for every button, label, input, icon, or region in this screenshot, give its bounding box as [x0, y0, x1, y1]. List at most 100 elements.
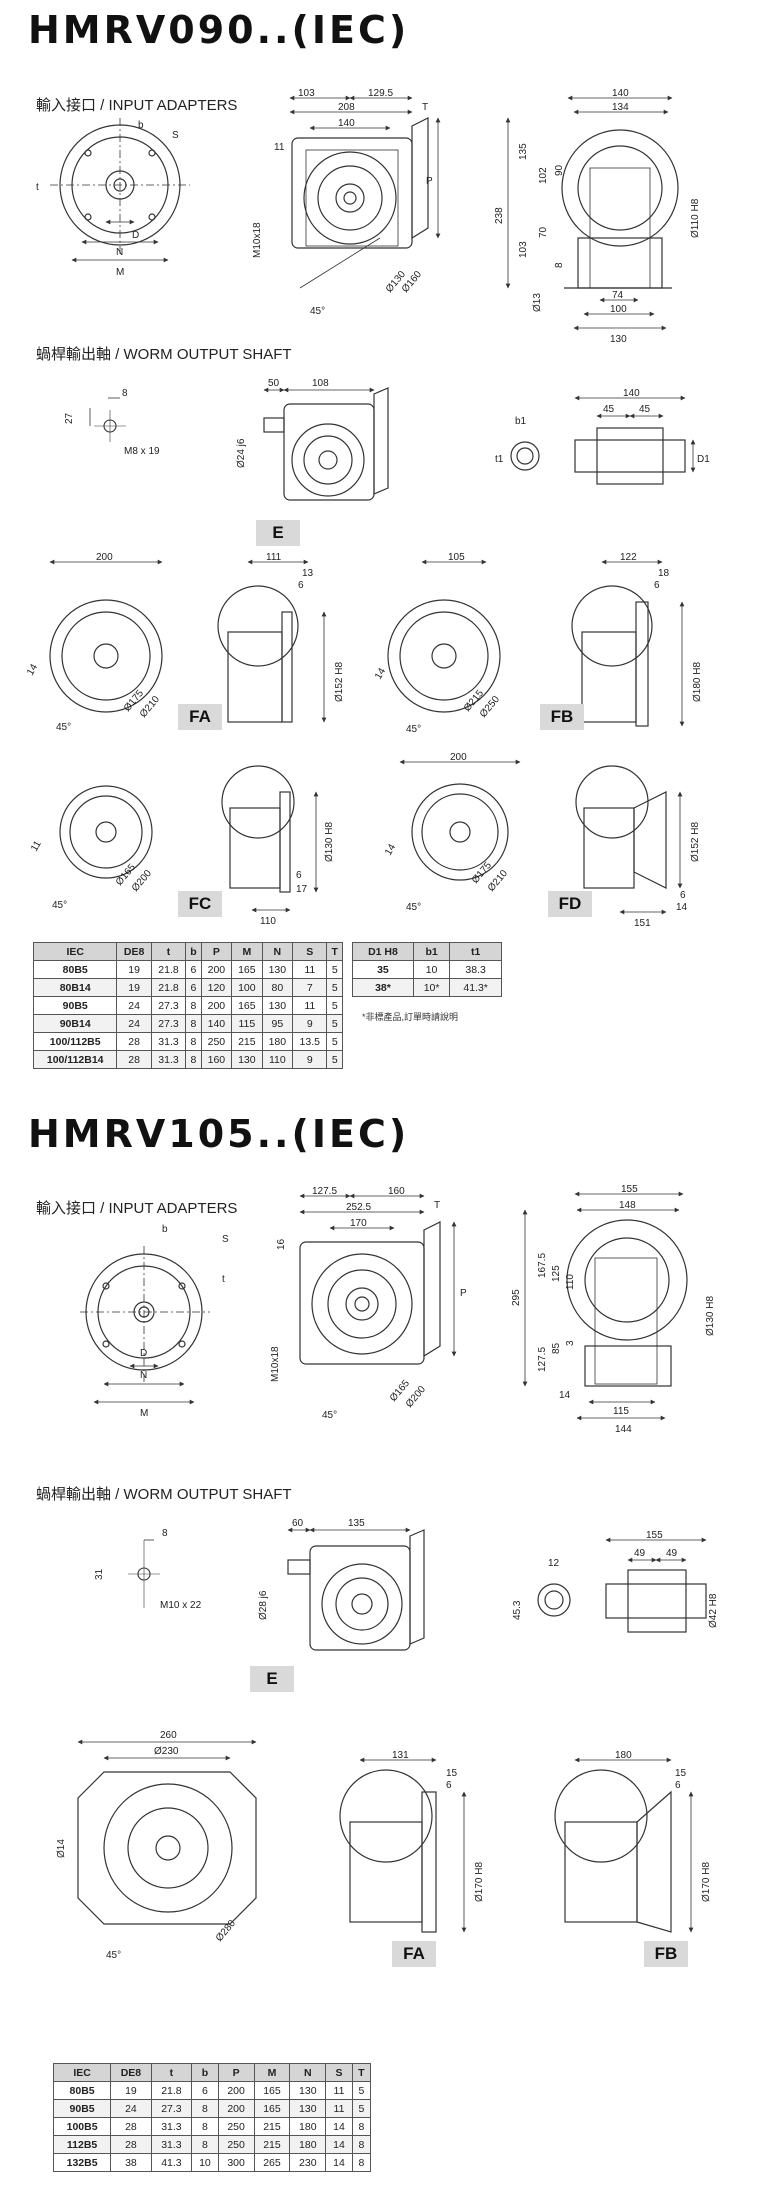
table-cell: 250 — [200, 1032, 233, 1051]
front-45-label: 45° — [310, 306, 325, 317]
table-cell: 8 — [191, 2099, 219, 2118]
side-238-label: 238 — [494, 207, 505, 224]
tag-e-090: E — [256, 520, 300, 546]
col-header: IEC — [32, 942, 118, 961]
table-cell: 130 — [289, 2081, 327, 2100]
table-cell: 200 — [217, 2099, 255, 2118]
table-cell: 31.3 — [150, 2135, 193, 2154]
square-280-label: Ø280 — [214, 1918, 238, 1944]
table-cell: 8 — [351, 2153, 372, 2172]
table-cell: 130 — [231, 1050, 263, 1069]
fa-13-label: 13 — [302, 568, 314, 579]
table-cell: 110 — [261, 1050, 294, 1069]
table-cell: 28 — [116, 1032, 152, 1051]
tag-fb-090: FB — [540, 704, 584, 730]
table-cell: 5 — [326, 1014, 343, 1033]
fd-152-label: Ø152 H8 — [690, 822, 701, 862]
shaft-108-label: 108 — [312, 378, 329, 389]
table-cell: 5 — [326, 960, 343, 979]
fb105-180-label: 180 — [615, 1750, 632, 1761]
side-100-label: 100 — [610, 304, 627, 315]
col-header: P — [200, 942, 233, 961]
table-cell: 215 — [231, 1032, 263, 1051]
fc-45-label: 45° — [52, 900, 67, 911]
fc-130-label: Ø130 H8 — [324, 822, 335, 862]
side-130-label: 130 — [610, 334, 627, 345]
table-cell: 80B14 — [32, 978, 118, 997]
table-cell: 5 — [351, 2081, 372, 2100]
table-cell: 165 — [231, 996, 263, 1015]
key-m10x22-label: M10 x 22 — [160, 1600, 202, 1611]
table-cell: 13.5 — [292, 1032, 328, 1051]
table-cell: 200 — [217, 2081, 255, 2100]
front-t-label-105: T — [434, 1200, 440, 1211]
table-cell: 140 — [200, 1014, 233, 1033]
table-cell: 130 — [261, 960, 294, 979]
side-90-label: 90 — [554, 164, 565, 176]
hollow-shaft-drawing: 140 b1 t1 45 45 D1 — [495, 388, 710, 485]
fa-152-label: Ø152 H8 — [334, 662, 345, 702]
col-header: b — [191, 2063, 219, 2082]
side-3-label: 3 — [565, 1340, 576, 1346]
hollow-d1-label: D1 — [697, 454, 710, 465]
front-129-5-label: 129.5 — [368, 88, 393, 99]
square-14-label: Ø14 — [56, 1839, 67, 1858]
fc-6-label: 6 — [296, 870, 302, 881]
table-cell: 80 — [261, 978, 294, 997]
table-cell: 180 — [289, 2135, 327, 2154]
side-85-label: 85 — [551, 1342, 562, 1354]
table-cell: 100B5 — [52, 2117, 112, 2136]
front-103-label: 103 — [298, 88, 315, 99]
table-cell: 14 — [325, 2153, 353, 2172]
table-cell: 90B5 — [52, 2099, 112, 2118]
table-cell: 5 — [326, 1032, 343, 1051]
flange-fa-drawing: 200 14 45° Ø175 Ø210 111 13 6 Ø152 H8 — [25, 552, 345, 733]
fc-11-label: 11 — [29, 839, 44, 854]
table-cell: 21.8 — [150, 960, 187, 979]
key-31-label: 31 — [94, 1568, 105, 1580]
front-m10x18-label: M10x18 — [252, 222, 263, 258]
front-160-label-105: 160 — [388, 1186, 405, 1197]
table-cell: 5 — [326, 1050, 343, 1069]
table-cell: 180 — [261, 1032, 294, 1051]
hollow-45a-label: 45 — [603, 404, 615, 415]
shaft-e-drawing-105: 60 135 Ø28 j6 — [258, 1518, 425, 1651]
tag-fa-105: FA — [392, 1941, 436, 1967]
fd-14-label: 14 — [383, 842, 398, 858]
table-cell: 200 — [200, 960, 233, 979]
table-cell: 100/112B5 — [32, 1032, 118, 1051]
side-127-5-label: 127.5 — [537, 1347, 548, 1372]
hollow-155-label: 155 — [646, 1530, 663, 1541]
col-header: b1 — [412, 942, 451, 961]
flange-fa-drawing-105: 131 15 6 Ø170 H8 — [339, 1750, 485, 1933]
table-cell: 27.3 — [150, 2099, 193, 2118]
fa-200-label: 200 — [96, 552, 113, 563]
table-cell: 6 — [185, 960, 202, 979]
adapter-n-label: N — [116, 247, 123, 258]
col-header: D1 H8 — [352, 942, 414, 961]
fb-18-label: 18 — [658, 568, 670, 579]
table-cell: 112B5 — [52, 2135, 112, 2154]
fd-45-label: 45° — [406, 902, 421, 913]
side-14-label: 14 — [559, 1390, 571, 1401]
gearbox-front-drawing-105: 127.5 160 252.5 170 T 16 P M10x18 45° Ø1… — [270, 1186, 467, 1421]
adapter-b-label: b — [138, 120, 144, 131]
table-cell: 5 — [326, 996, 343, 1015]
col-header: t — [150, 2063, 193, 2082]
square-230-label: Ø230 — [154, 1746, 179, 1757]
table-cell: 24 — [116, 1014, 152, 1033]
fb105-6-label: 6 — [675, 1780, 681, 1791]
table-cell: 11 — [292, 996, 328, 1015]
table-cell: 130 — [261, 996, 294, 1015]
side-155-label: 155 — [621, 1184, 638, 1195]
table-cell: 19 — [110, 2081, 152, 2100]
table-cell: 9 — [292, 1014, 328, 1033]
front-127-5-label: 127.5 — [312, 1186, 337, 1197]
table-cell: 19 — [116, 960, 152, 979]
table-cell: 215 — [253, 2117, 291, 2136]
